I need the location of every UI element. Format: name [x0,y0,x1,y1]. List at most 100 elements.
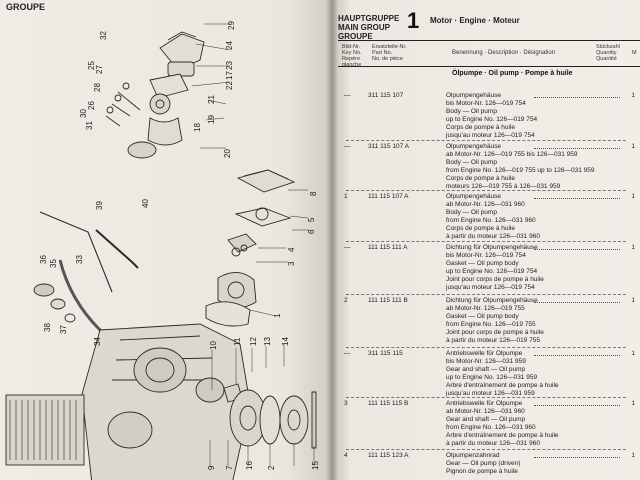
svg-text:13: 13 [263,337,272,346]
entry-ill-no: 3 [344,400,348,407]
svg-text:34: 34 [93,337,102,346]
column-header-description: Benennung · Description · Désignation [452,50,556,56]
entry-description-line: bis Motor-Nr. 126—031 959 [446,358,526,365]
svg-text:3: 3 [287,261,296,266]
entry-description-line: jusqu'au moteur 126—031 959 [446,390,535,397]
entry-quantity: 1 [631,193,635,200]
entry-ill-no: 2 [344,297,348,304]
dot-leader [534,457,620,458]
entry-description-line: Ölpumpengehäuse [446,92,501,99]
entry-ill-no: — [344,350,351,357]
entry-description-line: from Engine No. 126—031 960 [446,424,536,431]
entry-part-no: 111 115 115 B [368,400,409,407]
svg-text:39: 39 [95,201,104,210]
entry-description-line: Gear and shaft — Oil pump [446,366,526,373]
diagram-callouts: 29 24 23 22 21 17 19 18 20 28 25 27 32 2… [39,21,320,470]
entry-quantity: 1 [631,297,635,304]
entry-quantity: 1 [631,244,635,251]
entry-description-line: Corps de pompe à huile [446,225,516,232]
entry-description-line: Body — Oil pump [446,209,497,216]
entry-description-line: ab Motor-Nr. 126—031 960 [446,408,525,415]
svg-text:12: 12 [249,337,258,346]
entry-description-line: Corps de pompe à huile [446,124,516,131]
entry-quantity: 1 [631,350,635,357]
entry-description-line: Arbre d'entraînement de pompe à huile [446,382,559,389]
entry-description-line: Arbre d'entraînement de pompe à huile [446,432,559,439]
entry-quantity: 1 [631,143,635,150]
page-group-label: GROUPE [6,2,46,12]
entry-description-line: Gasket — Oil pump body [446,313,519,320]
svg-text:18: 18 [193,123,202,132]
entry-description-line: Antriebswelle für Ölpumpe [446,400,523,407]
book-gutter [326,0,338,480]
entry-quantity: 1 [631,92,635,99]
column-header-ill-no: Bild-Nr. Key No. Repère planche [342,44,362,68]
entry-ill-no: 4 [344,452,348,459]
entry-quantity: 1 [631,452,635,459]
main-group-header: HAUPTGRUPPE MAIN GROUP GROUPE [338,14,400,41]
entry-part-no: 311 115 107 A [368,143,409,150]
entry-description-line: Ölpumpengehäuse [446,143,501,150]
svg-text:32: 32 [99,31,108,40]
entry-ill-no: — [344,92,351,99]
svg-text:8: 8 [309,191,318,196]
svg-text:11: 11 [233,337,242,346]
svg-text:1: 1 [273,313,282,318]
entry-description-line: from Engine No. 126—031 960 [446,217,536,224]
svg-text:22: 22 [225,81,234,90]
entry-description-line: bis Motor-Nr. 126—019 754 [446,252,526,259]
svg-text:23: 23 [225,61,234,70]
svg-text:29: 29 [227,21,236,30]
entry-part-no: 111 115 107 A [368,193,409,200]
svg-text:17: 17 [225,71,234,80]
svg-text:2: 2 [267,465,276,470]
svg-text:24: 24 [225,41,234,50]
entry-description-line: jusqu'au moteur 126—019 754 [446,284,535,291]
entry-description-line: Joint pour corps de pompe à huile [446,329,544,336]
entry-description-line: Ölpumpengehäuse [446,193,501,200]
header-rule-top [338,40,640,41]
entry-description-line: à partir du moteur 126—031 960 [446,440,540,447]
entry-description-line: bis Motor-Nr. 126—019 754 [446,100,526,107]
svg-text:37: 37 [59,325,68,334]
svg-text:20: 20 [223,149,232,158]
entry-description-line: Pignon de pompe à huile [446,468,518,475]
entry-description-line: Dichtung für Ölpumpengehäuse [446,297,538,304]
entry-description-line: Corps de pompe à huile [446,175,516,182]
left-page: GROUPE [0,0,334,480]
group-title: Motor · Engine · Moteur [430,16,520,25]
right-page [332,0,640,480]
svg-text:9: 9 [207,465,216,470]
entry-ill-no: — [344,244,351,251]
entry-separator [346,241,626,242]
entry-separator [346,397,626,398]
svg-text:31: 31 [85,121,94,130]
entry-part-no: 111 115 111 B [368,297,408,304]
entry-description-line: Ölpumpenzahnrad [446,452,500,459]
entry-description-line: à partir du moteur 126—019 755 [446,337,540,344]
svg-text:38: 38 [43,323,52,332]
column-header-quantity: Stückzahl Quantity Quantité [596,44,620,62]
entry-description-line: Antriebswelle für Ölpumpe [446,350,523,357]
entry-description-line: up to Engine No. 126—019 754 [446,116,538,123]
svg-text:28: 28 [93,83,102,92]
column-header-extra: M [632,50,637,56]
dot-leader [534,97,620,98]
entry-description-line: from Engine No. 126—019 755 [446,321,536,328]
svg-text:25: 25 [87,61,96,70]
entry-description-line: ab Motor-Nr. 126—019 755 bis 126—031 959 [446,151,578,158]
svg-text:19: 19 [207,115,216,124]
entry-description-line: Dichtung für Ölpumpengehäuse [446,244,538,251]
svg-text:40: 40 [141,199,150,208]
svg-text:33: 33 [75,255,84,264]
entry-separator [346,140,626,141]
svg-text:36: 36 [39,255,48,264]
column-header-part-no: Ersatzteile-Nr. Part No. No. de pièce [372,44,407,62]
svg-text:14: 14 [281,337,290,346]
